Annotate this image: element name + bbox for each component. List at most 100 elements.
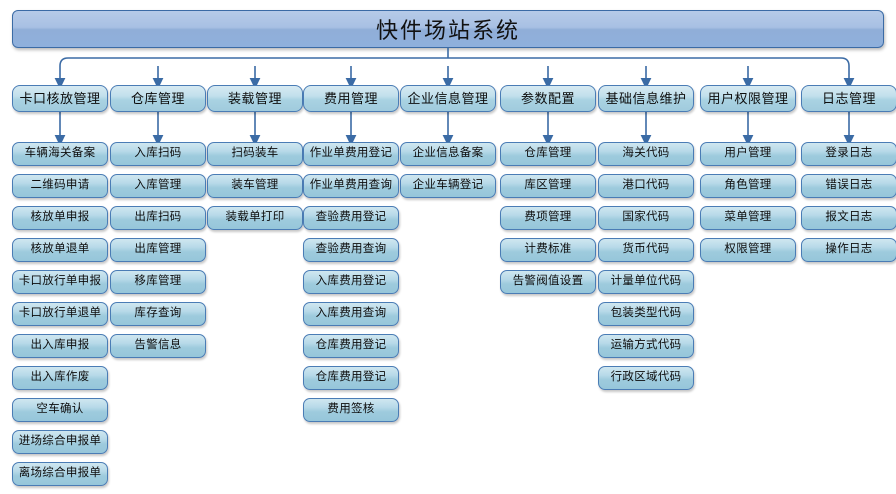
child-node-label: 告警阀值设置 <box>512 275 584 288</box>
column-log: 日志管理登录日志错误日志报文日志操作日志 <box>801 85 896 262</box>
child-node[interactable]: 查验费用登记 <box>303 206 399 230</box>
child-node[interactable]: 企业信息备案 <box>400 142 496 166</box>
child-node[interactable]: 出入库申报 <box>12 334 108 358</box>
child-node[interactable]: 行政区域代码 <box>598 366 694 390</box>
child-node-label: 入库费用登记 <box>315 275 387 288</box>
child-node-label: 核放单申报 <box>30 211 90 224</box>
parent-node-user-auth[interactable]: 用户权限管理 <box>700 85 796 112</box>
child-node[interactable]: 查验费用查询 <box>303 238 399 262</box>
child-node[interactable]: 车辆海关备案 <box>12 142 108 166</box>
child-node[interactable]: 告警信息 <box>110 334 206 358</box>
child-node-label: 查验费用查询 <box>315 243 387 256</box>
child-node[interactable]: 核放单申报 <box>12 206 108 230</box>
child-node[interactable]: 库区管理 <box>500 174 596 198</box>
parent-node-enterprise[interactable]: 企业信息管理 <box>400 85 496 112</box>
child-node[interactable]: 费用签核 <box>303 398 399 422</box>
page-title: 快件场站系统 <box>375 18 520 43</box>
child-node-label: 车辆海关备案 <box>24 147 96 160</box>
child-node[interactable]: 货币代码 <box>598 238 694 262</box>
child-node-label: 操作日志 <box>825 243 873 256</box>
child-node-label: 库区管理 <box>524 179 572 192</box>
parent-node-label: 参数配置 <box>520 91 575 106</box>
child-node[interactable]: 入库费用登记 <box>303 270 399 294</box>
child-node[interactable]: 包装类型代码 <box>598 302 694 326</box>
child-node[interactable]: 进场综合申报单 <box>12 430 108 454</box>
child-node[interactable]: 港口代码 <box>598 174 694 198</box>
child-node[interactable]: 企业车辆登记 <box>400 174 496 198</box>
child-node-label: 出入库作废 <box>30 371 90 384</box>
child-node[interactable]: 仓库费用登记 <box>303 366 399 390</box>
child-node[interactable]: 操作日志 <box>801 238 896 262</box>
child-node[interactable]: 角色管理 <box>700 174 796 198</box>
child-node[interactable]: 计费标准 <box>500 238 596 262</box>
column-loading: 装载管理扫码装车装车管理装载单打印 <box>207 85 303 230</box>
child-node[interactable]: 登录日志 <box>801 142 896 166</box>
child-node-label: 二维码申请 <box>30 179 90 192</box>
child-node[interactable]: 装载单打印 <box>207 206 303 230</box>
parent-node-params[interactable]: 参数配置 <box>500 85 596 112</box>
child-node[interactable]: 告警阀值设置 <box>500 270 596 294</box>
child-node[interactable]: 出库扫码 <box>110 206 206 230</box>
child-node-label: 离场综合申报单 <box>18 467 102 480</box>
parent-node-gate-control[interactable]: 卡口核放管理 <box>12 85 108 112</box>
child-node[interactable]: 空车确认 <box>12 398 108 422</box>
child-node[interactable]: 扫码装车 <box>207 142 303 166</box>
child-node[interactable]: 出入库作废 <box>12 366 108 390</box>
child-node[interactable]: 权限管理 <box>700 238 796 262</box>
child-node-label: 费用签核 <box>327 403 375 416</box>
child-node-label: 港口代码 <box>622 179 670 192</box>
child-node[interactable]: 计量单位代码 <box>598 270 694 294</box>
child-node-label: 权限管理 <box>724 243 772 256</box>
child-node[interactable]: 作业单费用查询 <box>303 174 399 198</box>
child-node[interactable]: 运输方式代码 <box>598 334 694 358</box>
parent-node-label: 仓库管理 <box>130 91 185 106</box>
child-node[interactable]: 报文日志 <box>801 206 896 230</box>
column-basic-info: 基础信息维护海关代码港口代码国家代码货币代码计量单位代码包装类型代码运输方式代码… <box>598 85 694 390</box>
child-node-label: 错误日志 <box>825 179 873 192</box>
child-node-label: 移库管理 <box>134 275 182 288</box>
parent-node-warehouse[interactable]: 仓库管理 <box>110 85 206 112</box>
child-node[interactable]: 用户管理 <box>700 142 796 166</box>
child-node[interactable]: 国家代码 <box>598 206 694 230</box>
child-node-label: 出库扫码 <box>134 211 182 224</box>
parent-node-label: 费用管理 <box>323 91 378 106</box>
child-node-label: 告警信息 <box>134 339 182 352</box>
child-node[interactable]: 费项管理 <box>500 206 596 230</box>
child-node[interactable]: 作业单费用登记 <box>303 142 399 166</box>
child-node-label: 仓库费用登记 <box>315 371 387 384</box>
child-node-label: 企业信息备案 <box>412 147 484 160</box>
child-node[interactable]: 核放单退单 <box>12 238 108 262</box>
child-node-label: 卡口放行单申报 <box>18 275 102 288</box>
parent-node-basic-info[interactable]: 基础信息维护 <box>598 85 694 112</box>
parent-node-fee[interactable]: 费用管理 <box>303 85 399 112</box>
child-node[interactable]: 装车管理 <box>207 174 303 198</box>
child-node[interactable]: 移库管理 <box>110 270 206 294</box>
child-node[interactable]: 入库管理 <box>110 174 206 198</box>
child-node-label: 运输方式代码 <box>610 339 682 352</box>
child-node-label: 作业单费用查询 <box>309 179 393 192</box>
child-node[interactable]: 出库管理 <box>110 238 206 262</box>
child-node[interactable]: 卡口放行单退单 <box>12 302 108 326</box>
children-list-loading: 扫码装车装车管理装载单打印 <box>207 142 303 238</box>
child-node-label: 报文日志 <box>825 211 873 224</box>
parent-node-label: 企业信息管理 <box>407 91 489 106</box>
root-node-system[interactable]: 快件场站系统 <box>12 10 884 48</box>
child-node-label: 包装类型代码 <box>610 307 682 320</box>
column-gate-control: 卡口核放管理车辆海关备案二维码申请核放单申报核放单退单卡口放行单申报卡口放行单退… <box>12 85 108 486</box>
child-node[interactable]: 离场综合申报单 <box>12 462 108 486</box>
child-node[interactable]: 错误日志 <box>801 174 896 198</box>
child-node[interactable]: 仓库管理 <box>500 142 596 166</box>
parent-node-loading[interactable]: 装载管理 <box>207 85 303 112</box>
parent-node-label: 装载管理 <box>227 91 282 106</box>
child-node[interactable]: 仓库费用登记 <box>303 334 399 358</box>
child-node[interactable]: 二维码申请 <box>12 174 108 198</box>
child-node[interactable]: 入库费用查询 <box>303 302 399 326</box>
child-node[interactable]: 菜单管理 <box>700 206 796 230</box>
child-node[interactable]: 海关代码 <box>598 142 694 166</box>
child-node[interactable]: 入库扫码 <box>110 142 206 166</box>
parent-node-log[interactable]: 日志管理 <box>801 85 896 112</box>
child-node-label: 登录日志 <box>825 147 873 160</box>
child-node[interactable]: 卡口放行单申报 <box>12 270 108 294</box>
child-node[interactable]: 库存查询 <box>110 302 206 326</box>
